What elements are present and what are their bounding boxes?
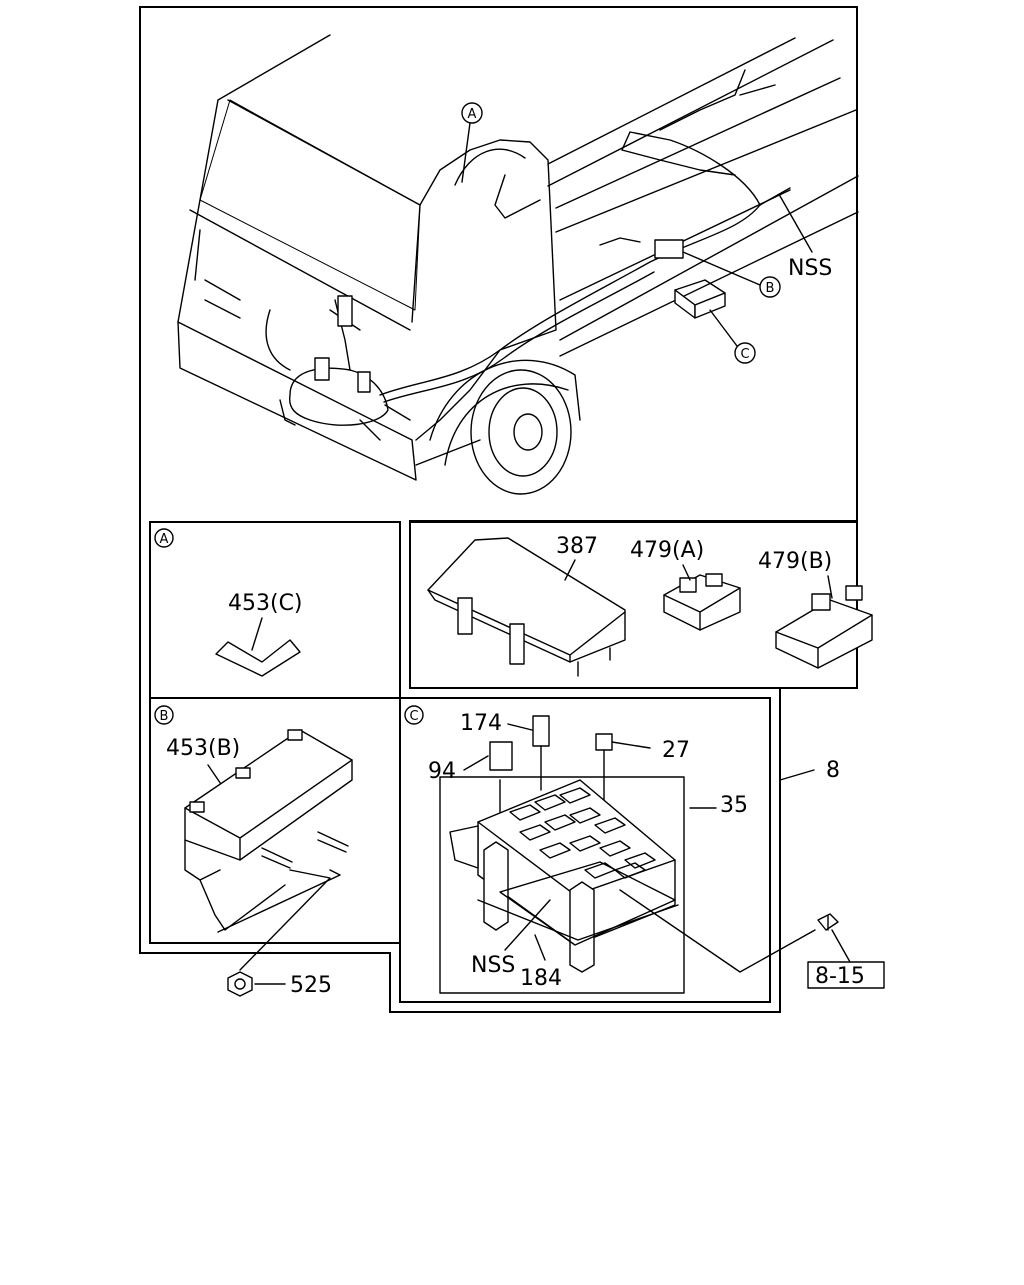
nut-525: 525 bbox=[227, 971, 332, 998]
callout-b-top: B bbox=[766, 281, 775, 296]
panel-c: C 174 94 27 35 8 bbox=[404, 705, 840, 991]
label-94: 94 bbox=[428, 759, 456, 784]
callout-a-top: A bbox=[468, 107, 477, 122]
panel-a: A 453(C) bbox=[154, 528, 303, 677]
label-387: 387 bbox=[556, 534, 598, 559]
label-35: 35 bbox=[720, 793, 748, 818]
connector-panel: 387 479(A) 479(B) bbox=[427, 534, 873, 677]
fuse-slots bbox=[509, 787, 656, 879]
panel-b-marker: B bbox=[160, 709, 169, 724]
panel-b: B 453(B) bbox=[154, 705, 353, 971]
panel-c-marker: C bbox=[409, 709, 418, 724]
label-453c: 453(C) bbox=[228, 591, 303, 616]
panel-a-marker: A bbox=[160, 532, 169, 547]
label-174: 174 bbox=[460, 711, 502, 736]
label-479a: 479(A) bbox=[630, 538, 704, 563]
truck-illustration bbox=[177, 34, 859, 495]
vehicle-callouts: A B C NSS bbox=[461, 102, 832, 364]
label-453b: 453(B) bbox=[166, 736, 240, 761]
label-479b: 479(B) bbox=[758, 549, 832, 574]
label-27: 27 bbox=[662, 738, 690, 763]
label-ref-8-15: 8-15 bbox=[815, 964, 865, 989]
diagram-frames bbox=[139, 6, 858, 1013]
label-8: 8 bbox=[826, 758, 840, 783]
label-525: 525 bbox=[290, 973, 332, 998]
bolt-ref: 8-15 bbox=[807, 913, 885, 989]
label-184: 184 bbox=[520, 966, 562, 991]
label-nss-bottom: NSS bbox=[471, 953, 515, 978]
callout-c-top: C bbox=[740, 347, 749, 362]
label-nss-top: NSS bbox=[788, 256, 832, 281]
